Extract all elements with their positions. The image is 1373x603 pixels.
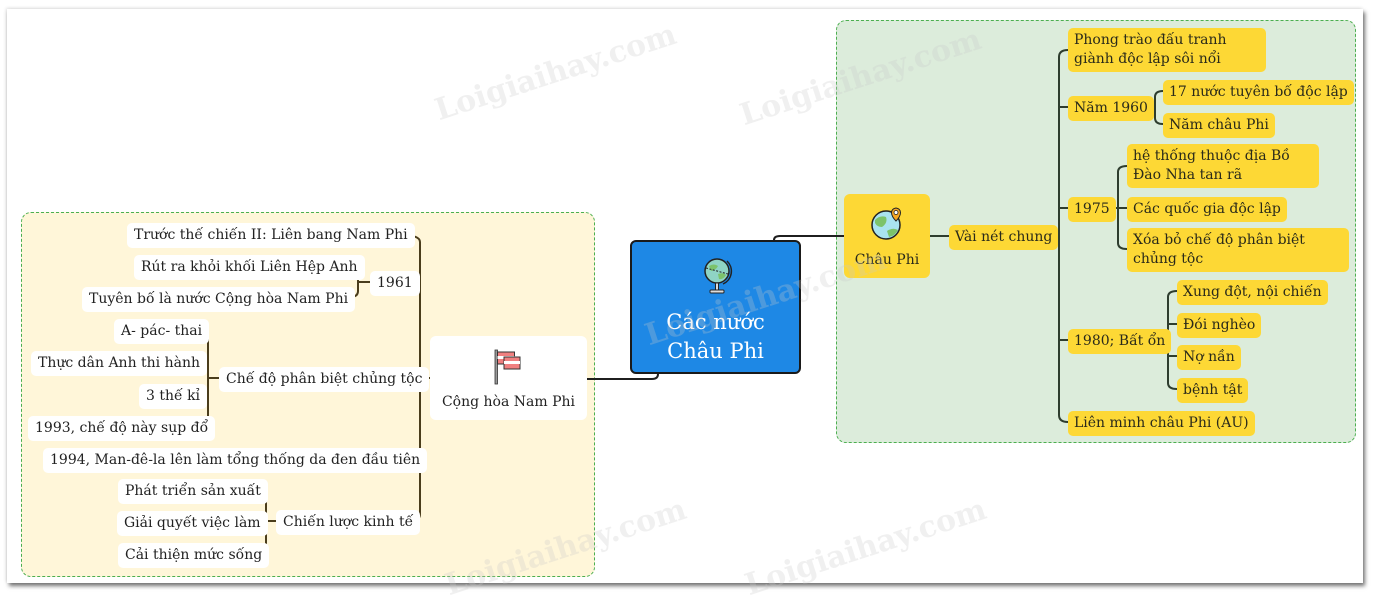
node-nam-chau-phi[interactable]: Năm châu Phi — [1163, 113, 1275, 138]
topic-label: Cộng hòa Nam Phi — [441, 394, 576, 410]
connector-root-left — [587, 373, 659, 380]
node-rut-ra[interactable]: Rút ra khỏi khối Liên Hệp Anh — [134, 255, 365, 280]
node-no-nan[interactable]: Nợ nần — [1177, 345, 1241, 370]
connector-root-right — [773, 235, 844, 241]
earth-location-icon — [871, 207, 901, 240]
node-doi-ngheo[interactable]: Đói nghèo — [1177, 313, 1262, 338]
node-tuyen-bo[interactable]: Tuyên bố là nước Cộng hòa Nam Phi — [82, 287, 356, 312]
node-phong-trao[interactable]: Phong trào đấu tranh giành độc lập sôi n… — [1068, 28, 1266, 72]
node-truoc-the-chien[interactable]: Trước thế chiến II: Liên bang Nam Phi — [127, 223, 415, 248]
node-cai-thien[interactable]: Cải thiện mức sống — [118, 543, 270, 568]
node-lien-minh[interactable]: Liên minh châu Phi (AU) — [1068, 411, 1255, 436]
node-3-the-ki[interactable]: 3 thế kỉ — [139, 384, 208, 409]
node-nam-1960[interactable]: Năm 1960 — [1068, 96, 1154, 121]
node-bo-dao-nha[interactable]: hệ thống thuộc địa Bồ Đào Nha tan rã — [1127, 144, 1319, 188]
node-vai-net-chung[interactable]: Vài nét chung — [949, 225, 1059, 250]
node-cac-quoc-gia[interactable]: Các quốc gia độc lập — [1127, 197, 1287, 222]
globe-icon — [704, 258, 733, 294]
node-1994-mandela[interactable]: 1994, Man-đê-la lên làm tổng thống da đe… — [43, 448, 428, 473]
topic-cong-hoa-nam-phi[interactable]: Cộng hòa Nam Phi — [430, 336, 587, 420]
flag-icon — [494, 349, 521, 385]
node-1961[interactable]: 1961 — [370, 271, 420, 296]
node-giai-quyet[interactable]: Giải quyết việc làm — [117, 511, 268, 536]
node-xung-dot[interactable]: Xung đột, nội chiến — [1177, 280, 1328, 305]
connector-1960 — [1154, 90, 1164, 125]
node-che-do[interactable]: Chế độ phân biệt chủng tộc — [219, 367, 430, 392]
node-chien-luoc[interactable]: Chiến lược kinh tế — [276, 510, 421, 535]
connector-vai-net-chung — [1058, 49, 1069, 423]
node-phat-trien[interactable]: Phát triển sản xuất — [118, 479, 268, 504]
topic-chau-phi[interactable]: Châu Phi — [844, 194, 930, 278]
topic-label: Châu Phi — [854, 252, 920, 268]
node-xoa-bo[interactable]: Xóa bỏ chế độ phân biệt chủng tộc — [1127, 228, 1349, 272]
node-1975[interactable]: 1975 — [1068, 197, 1116, 222]
node-thuc-dan-anh[interactable]: Thực dân Anh thi hành — [31, 351, 207, 376]
node-17-nuoc[interactable]: 17 nước tuyên bố độc lập — [1163, 80, 1354, 105]
node-1993[interactable]: 1993, chế độ này sụp đổ — [28, 416, 216, 441]
node-a-pac-thai[interactable]: A- pác- thai — [114, 319, 210, 344]
node-1980[interactable]: 1980; Bất ổn — [1068, 329, 1172, 354]
node-benh-tat[interactable]: bệnh tật — [1177, 378, 1249, 403]
